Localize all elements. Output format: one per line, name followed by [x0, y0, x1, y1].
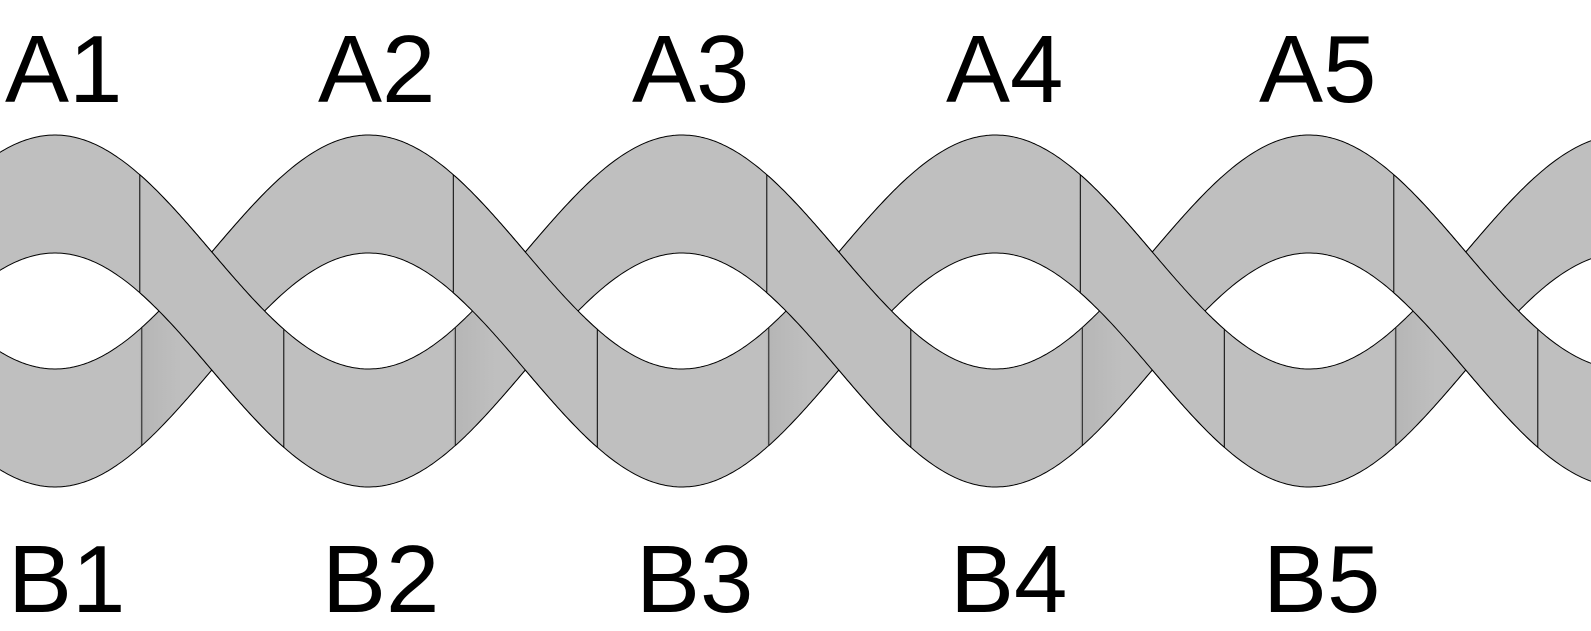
- top-labels: A1 A2 A3 A4 A5: [5, 16, 1376, 123]
- label-b5: B5: [1263, 526, 1380, 631]
- strand-b-crossing: [452, 174, 598, 448]
- label-a1: A1: [5, 16, 122, 123]
- label-a3: A3: [632, 16, 749, 123]
- label-a5: A5: [1259, 16, 1376, 123]
- bottom-labels: B1 B2 B3 B4 B5: [8, 526, 1380, 631]
- strand-a-crossing: [139, 174, 285, 448]
- label-a2: A2: [318, 16, 435, 123]
- strand-a-crossing: [766, 174, 912, 448]
- label-b2: B2: [322, 526, 439, 631]
- strand-b-crossing: [1079, 174, 1225, 448]
- crossing-shadow: [1080, 286, 1123, 448]
- crossing-shadow: [766, 286, 809, 448]
- crossing-shadow: [139, 286, 182, 448]
- crossing-shadow: [453, 286, 496, 448]
- crossing-shadow: [1393, 286, 1436, 448]
- label-b4: B4: [950, 526, 1067, 631]
- label-a4: A4: [946, 16, 1063, 123]
- label-b3: B3: [636, 526, 753, 631]
- braid-strands: [0, 134, 1591, 488]
- label-b1: B1: [8, 526, 125, 631]
- strand-a-crossing: [1393, 174, 1539, 448]
